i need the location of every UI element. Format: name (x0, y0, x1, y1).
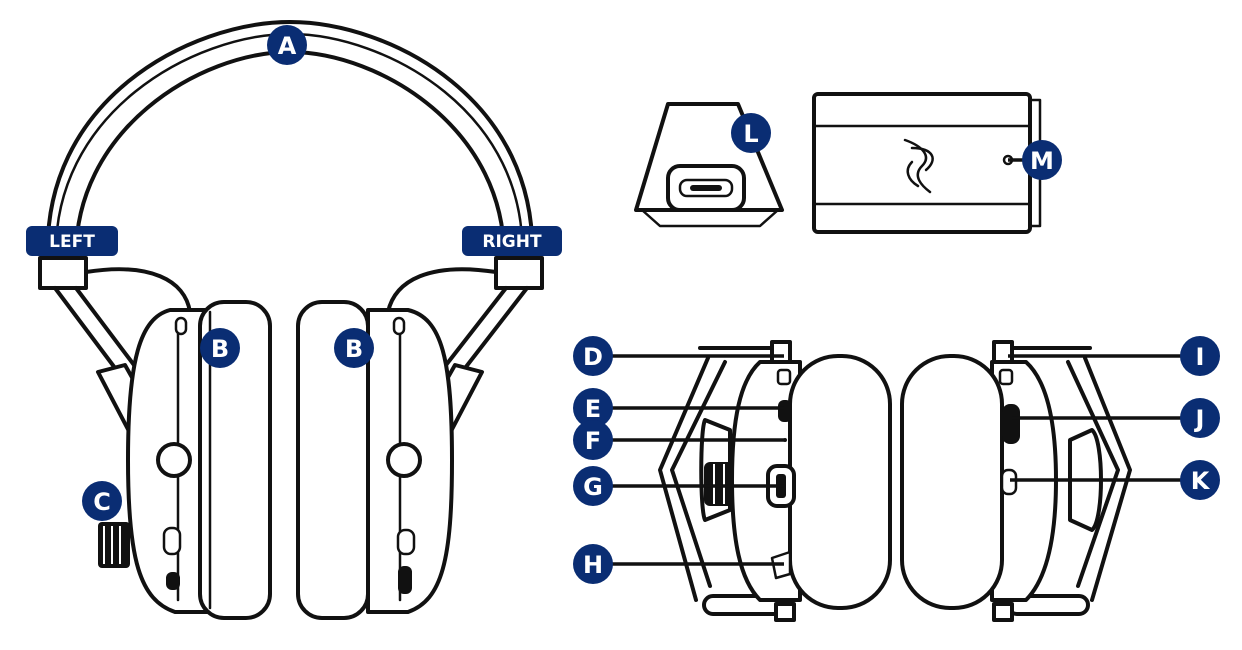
callout-h: H (573, 544, 613, 584)
bluetooth-button-side-icon (1000, 468, 1018, 496)
callout-i: I (1180, 336, 1220, 376)
callout-d: D (573, 336, 613, 376)
callout-j-label: J (1194, 405, 1205, 433)
callout-k-label: K (1191, 467, 1211, 495)
volume-dial-icon (98, 522, 130, 568)
callout-h-label: H (583, 551, 603, 579)
hinge-bottom-right (992, 602, 1014, 622)
wireless-dongle (812, 92, 1042, 234)
callout-e: E (573, 388, 613, 428)
callout-i-label: I (1196, 343, 1205, 371)
right-side-label: RIGHT (482, 232, 542, 252)
pivot-knob-left (156, 442, 192, 478)
hinge-top-right (992, 340, 1014, 364)
led-right (392, 316, 406, 336)
hinge-top-left (770, 340, 792, 364)
callout-l: L (731, 113, 771, 153)
side-view-left (658, 340, 892, 622)
right-side-badge: RIGHT (462, 226, 562, 256)
callout-b-right: B (334, 328, 374, 368)
power-button-icon (166, 572, 180, 590)
callout-f-label: F (585, 427, 601, 455)
callout-l-label: L (743, 120, 758, 148)
led-side-left (776, 368, 792, 386)
volume-rocker-icon (398, 566, 412, 594)
callout-g-label: G (583, 473, 603, 501)
earcup-left (126, 300, 272, 620)
headband-end-left (38, 256, 88, 290)
bluetooth-button-icon (396, 528, 416, 556)
ear-cushion-side-right (900, 354, 1004, 610)
hinge-bottom-left (774, 602, 796, 622)
callout-c: C (82, 481, 122, 521)
ear-cushion-side-left (788, 354, 892, 610)
callout-b-left-label: B (211, 335, 229, 363)
callout-d-label: D (583, 343, 603, 371)
callout-c-label: C (93, 488, 111, 516)
earcup-right (296, 300, 454, 620)
razer-logo-icon (903, 138, 934, 194)
power-button-side-icon (778, 400, 792, 422)
callout-k: K (1180, 460, 1220, 500)
front-view-headset (38, 20, 544, 620)
volume-rocker-side-icon (1002, 404, 1020, 444)
pivot-knob-right (386, 442, 422, 478)
callout-j: J (1180, 398, 1220, 438)
led-left (174, 316, 188, 336)
callout-e-label: E (585, 395, 601, 423)
callout-a-label: A (278, 32, 297, 60)
ear-cushion-left (198, 300, 272, 620)
left-side-label: LEFT (49, 232, 95, 252)
callout-m: M (1022, 140, 1062, 180)
mic-mute-button-icon (162, 526, 182, 556)
callout-f: F (573, 420, 613, 460)
callout-m-label: M (1030, 147, 1054, 175)
callout-b-left: B (200, 328, 240, 368)
callout-g: G (573, 466, 613, 506)
callout-b-right-label: B (345, 335, 363, 363)
led-side-right (998, 368, 1014, 386)
callout-a: A (267, 25, 307, 65)
left-side-badge: LEFT (26, 226, 118, 256)
headband-end-right (494, 256, 544, 290)
